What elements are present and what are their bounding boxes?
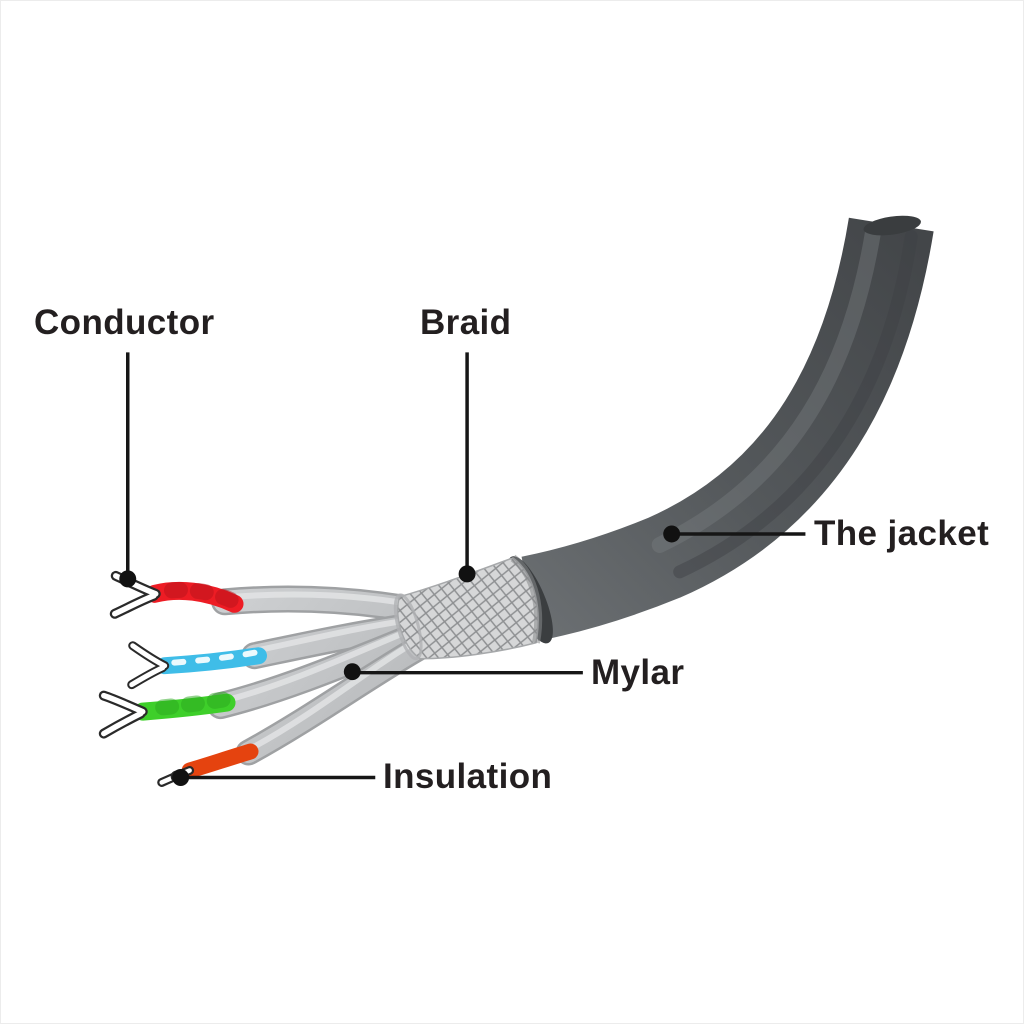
conductor-callout-dot xyxy=(119,570,137,588)
mylar-callout-dot xyxy=(343,663,361,681)
wire-red xyxy=(109,570,244,619)
mylar-pairs xyxy=(207,585,438,766)
jacket-callout-dot xyxy=(663,525,681,543)
conductor-green xyxy=(98,690,148,739)
label-insulation: Insulation xyxy=(383,757,553,796)
wire-blue xyxy=(127,641,267,690)
pair-tube-4 xyxy=(235,631,438,766)
wire-green xyxy=(98,690,236,739)
callouts xyxy=(126,352,806,780)
braid-left-rim xyxy=(393,593,423,661)
jacket-shape xyxy=(507,215,934,644)
conductor-blue xyxy=(127,641,170,690)
label-mylar: Mylar xyxy=(591,653,685,692)
insulation-callout-dot xyxy=(172,768,190,786)
label-conductor: Conductor xyxy=(34,303,215,342)
callout-dots xyxy=(119,525,681,786)
pair-tube-3 xyxy=(207,620,434,720)
label-jacket: The jacket xyxy=(814,514,990,553)
jacket-top-cut xyxy=(863,215,921,236)
label-braid: Braid xyxy=(420,303,512,342)
braid-callout-dot xyxy=(458,565,476,583)
conductor-red xyxy=(109,570,161,619)
